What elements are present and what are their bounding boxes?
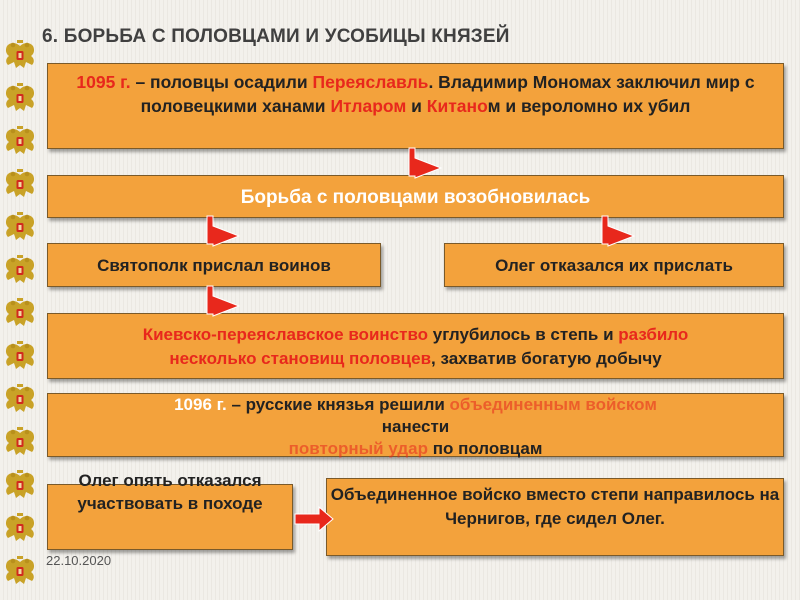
event-box-1095-siege: 1095 г. – половцы осадили Переяславль. В… xyxy=(47,63,784,149)
text-fragment: по половцам xyxy=(427,439,543,458)
event-box-1096-decision: 1096 г. – русские князья решили объедине… xyxy=(47,393,784,458)
double-headed-eagle-icon xyxy=(5,470,35,498)
united-army: объединенным войском xyxy=(449,395,657,414)
double-headed-eagle-icon xyxy=(5,40,35,68)
arrow-right-icon xyxy=(294,505,334,533)
double-headed-eagle-icon xyxy=(5,513,35,541)
city-pereyaslavl: Переяславль xyxy=(312,72,429,92)
text-fragment: – половцы осадили xyxy=(130,72,313,92)
text-fragment: углубилось в степь и xyxy=(428,325,619,344)
camps-phrase: несколько становищ половцев xyxy=(169,349,432,368)
double-headed-eagle-icon xyxy=(5,556,35,584)
arrow-down-icon xyxy=(408,147,443,179)
text-fragment: и xyxy=(406,96,427,116)
year-1096: 1096 г. xyxy=(174,395,227,414)
slide-date: 22.10.2020 xyxy=(46,553,112,568)
double-headed-eagle-icon xyxy=(5,83,35,111)
box-text: Святополк прислал воинов xyxy=(97,256,331,275)
text-fragment: . Владимир Мономах заключил мир с полове… xyxy=(140,72,755,116)
box-text: Олег отказался их прислать xyxy=(495,256,733,275)
box-text: Объединенное войско вместо степи направи… xyxy=(330,485,780,528)
double-headed-eagle-icon xyxy=(5,255,35,283)
defeated-word: разбило xyxy=(618,325,689,344)
event-box-oleg-refused: Олег отказался их прислать xyxy=(444,243,784,287)
event-box-war-resumed: Борьба с половцами возобновилась xyxy=(47,175,784,218)
double-headed-eagle-icon xyxy=(5,427,35,455)
army-name: Киевско-переяславское воинство xyxy=(142,325,429,344)
event-box-oleg-again-refused: Олег опять отказался участвовать в поход… xyxy=(47,471,293,550)
eagle-border xyxy=(0,38,40,584)
text-fragment: – русские князья решили xyxy=(226,395,450,414)
double-headed-eagle-icon xyxy=(5,298,35,326)
text-fragment: , захватив богатую добычу xyxy=(431,349,662,368)
box-text: Олег опять отказался участвовать в поход… xyxy=(77,471,263,513)
double-headed-eagle-icon xyxy=(5,212,35,240)
double-headed-eagle-icon xyxy=(5,341,35,369)
event-box-steppe-campaign: Киевско-переяславское воинство углубилос… xyxy=(47,313,784,379)
arrow-down-icon xyxy=(206,285,241,317)
text-fragment: нанести xyxy=(381,417,450,436)
event-box-svyatopolk: Святополк прислал воинов xyxy=(47,243,381,287)
double-headed-eagle-icon xyxy=(5,169,35,197)
arrow-down-icon xyxy=(601,215,636,247)
box-text: Борьба с половцами возобновилась xyxy=(240,187,591,208)
khan-itlar: Итларом xyxy=(330,96,407,116)
khan-kitan: Китано xyxy=(426,96,488,116)
text-fragment: м и вероломно их убил xyxy=(487,96,691,116)
double-headed-eagle-icon xyxy=(5,384,35,412)
event-box-chernigov: Объединенное войско вместо степи направи… xyxy=(326,478,784,556)
year-1095: 1095 г. xyxy=(76,72,131,92)
repeat-strike: повторный удар xyxy=(288,439,428,458)
slide-title: 6. БОРЬБА С ПОЛОВЦАМИ И УСОБИЦЫ КНЯЗЕЙ xyxy=(42,26,510,47)
arrow-down-icon xyxy=(206,215,241,247)
double-headed-eagle-icon xyxy=(5,126,35,154)
